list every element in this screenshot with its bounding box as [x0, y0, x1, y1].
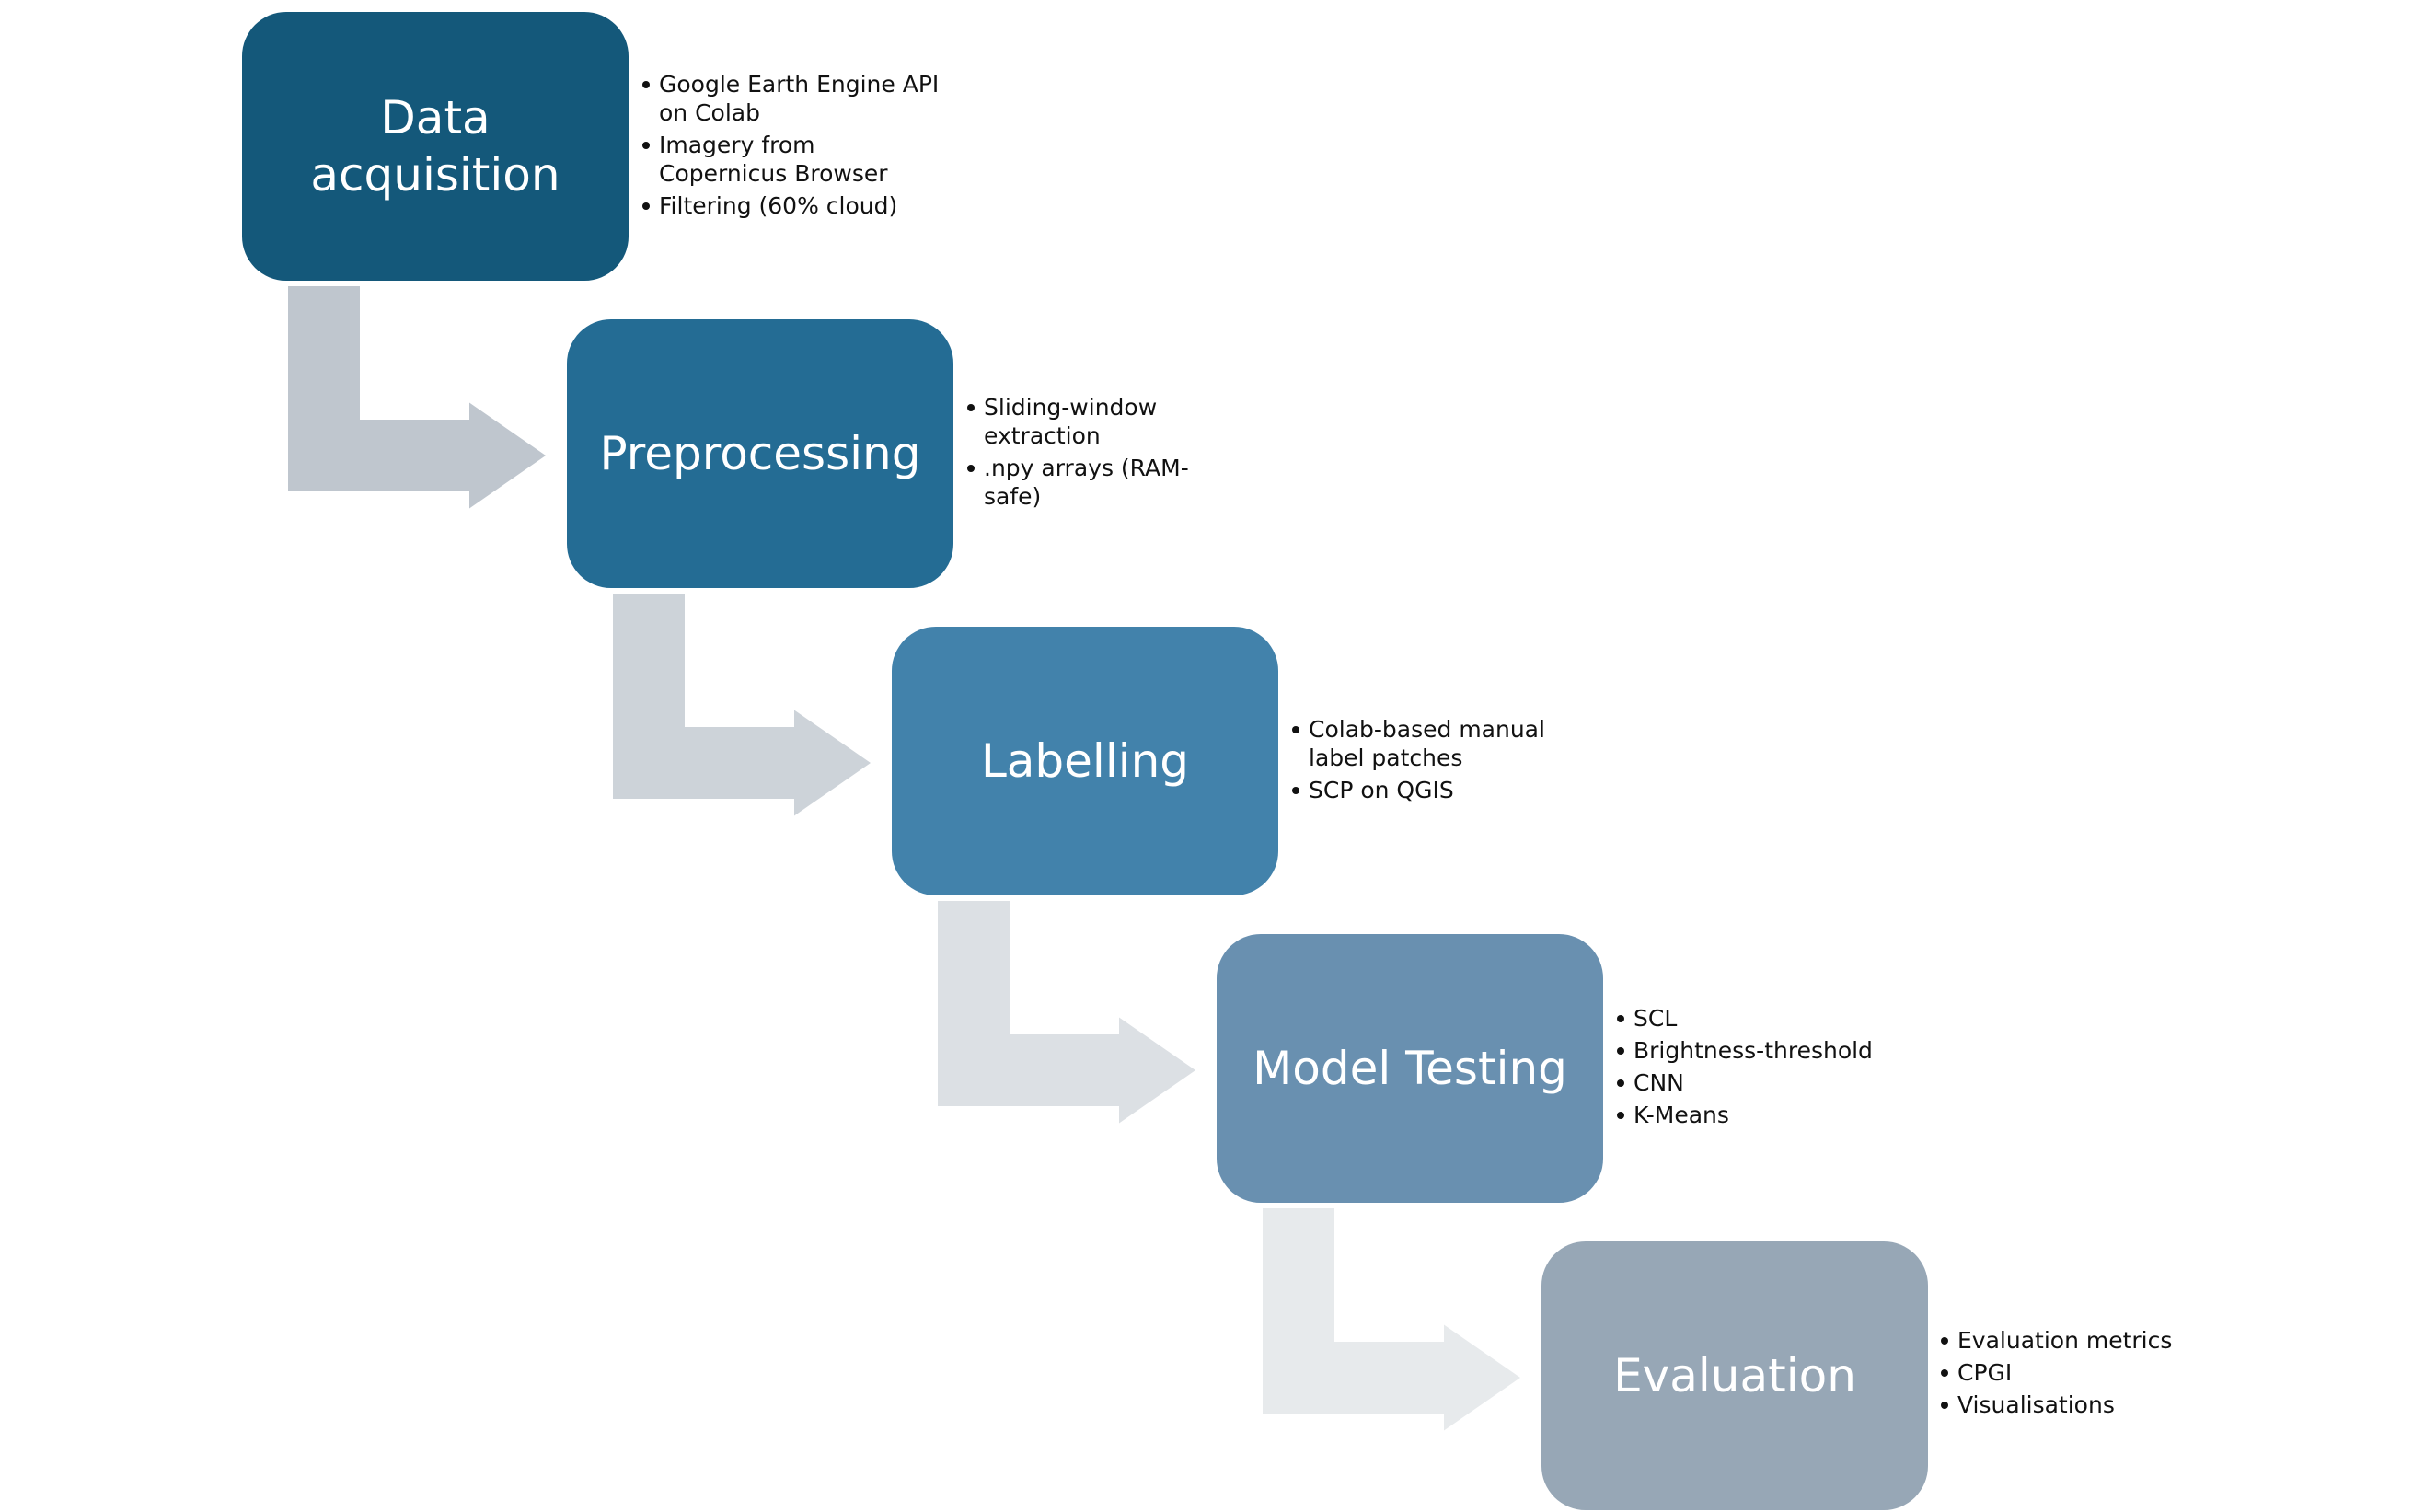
stage-notes-data-acquisition: Google Earth Engine API on Colab Imagery…: [641, 70, 944, 224]
flow-arrow-4: [1263, 1208, 1520, 1431]
stage-labelling: Labelling: [892, 627, 1278, 895]
note-item: Colab-based manual label patches: [1290, 715, 1566, 772]
stage-label: Data acquisition: [310, 91, 560, 202]
note-item: Filtering (60% cloud): [641, 191, 944, 220]
note-item: Evaluation metrics: [1939, 1326, 2243, 1355]
note-item: SCP on QGIS: [1290, 776, 1566, 804]
flow-arrow-2: [613, 594, 871, 816]
note-item: .npy arrays (RAM-safe): [965, 454, 1205, 511]
stage-label: Evaluation: [1613, 1349, 1856, 1402]
stage-notes-evaluation: Evaluation metrics CPGI Visualisations: [1939, 1326, 2243, 1423]
note-item: Imagery from Copernicus Browser: [641, 131, 944, 188]
note-item: SCL: [1615, 1004, 1919, 1033]
stage-model-testing: Model Testing: [1217, 934, 1603, 1203]
note-item: Sliding-window extraction: [965, 393, 1205, 450]
flow-arrow-1: [288, 286, 546, 509]
stage-data-acquisition: Data acquisition: [242, 12, 629, 281]
note-item: Visualisations: [1939, 1391, 2243, 1419]
stage-label: Labelling: [980, 734, 1190, 788]
stage-label: Model Testing: [1253, 1042, 1567, 1095]
stage-preprocessing: Preprocessing: [567, 319, 953, 588]
stage-notes-model-testing: SCL Brightness-threshold CNN K-Means: [1615, 1004, 1919, 1133]
note-item: K-Means: [1615, 1101, 1919, 1129]
stage-notes-preprocessing: Sliding-window extraction .npy arrays (R…: [965, 393, 1205, 514]
stage-notes-labelling: Colab-based manual label patches SCP on …: [1290, 715, 1566, 808]
note-item: CPGI: [1939, 1358, 2243, 1387]
stage-evaluation: Evaluation: [1541, 1241, 1928, 1510]
note-item: Google Earth Engine API on Colab: [641, 70, 944, 127]
stage-label: Preprocessing: [599, 427, 921, 480]
note-item: Brightness-threshold: [1615, 1036, 1919, 1065]
flow-arrow-3: [938, 901, 1195, 1124]
note-item: CNN: [1615, 1068, 1919, 1097]
